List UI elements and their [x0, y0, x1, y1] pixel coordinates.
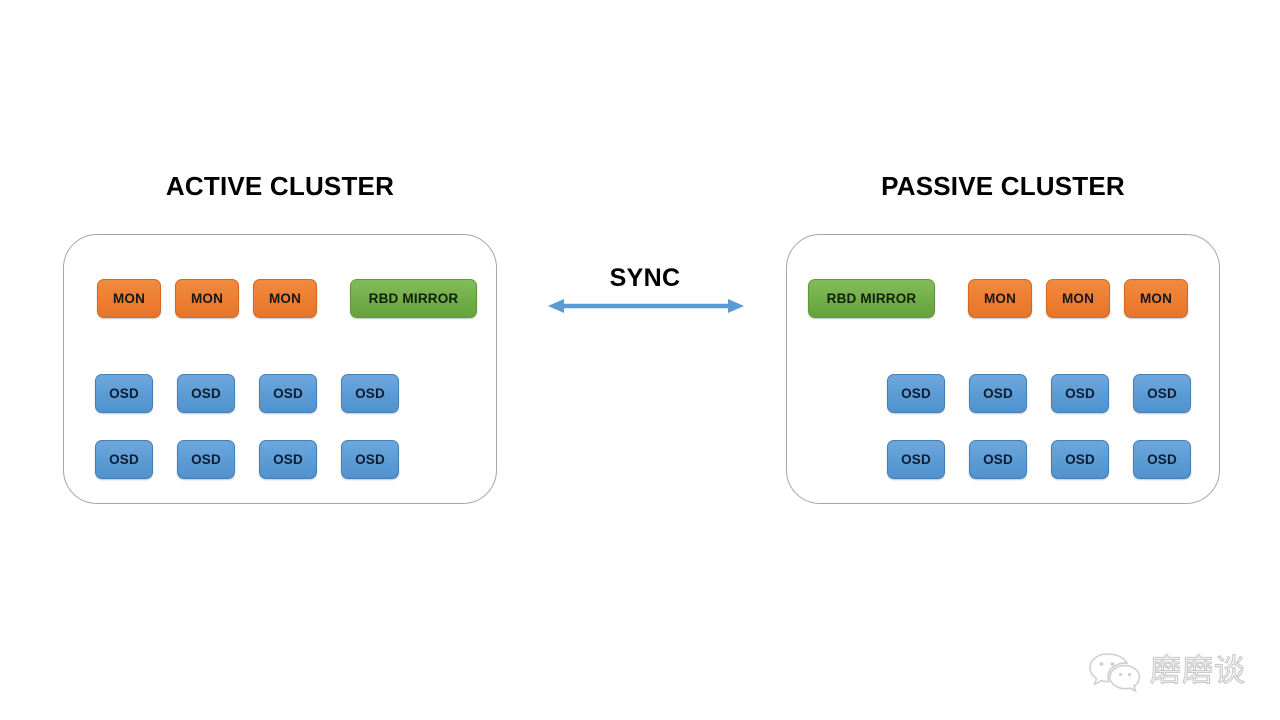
active-osd-node-3[interactable]: OSD [259, 374, 317, 413]
watermark-text: 磨磨谈 [1150, 652, 1246, 689]
passive-mon-node-1[interactable]: MON [968, 279, 1032, 318]
sync-arrow-icon [548, 299, 744, 313]
passive-cluster-container: RBD MIRROR MON MON MON OSD OSD OSD OSD O… [786, 234, 1220, 504]
passive-osd-node-7[interactable]: OSD [1051, 440, 1109, 479]
active-rbd-mirror-node[interactable]: RBD MIRROR [350, 279, 477, 318]
passive-osd-node-1[interactable]: OSD [887, 374, 945, 413]
active-osd-node-2[interactable]: OSD [177, 374, 235, 413]
passive-osd-node-8[interactable]: OSD [1133, 440, 1191, 479]
active-mon-node-3[interactable]: MON [253, 279, 317, 318]
active-mon-node-2[interactable]: MON [175, 279, 239, 318]
active-cluster-title: ACTIVE CLUSTER [165, 171, 395, 201]
passive-osd-node-2[interactable]: OSD [969, 374, 1027, 413]
watermark: 磨磨谈 [1088, 640, 1258, 702]
passive-osd-node-3[interactable]: OSD [1051, 374, 1109, 413]
active-mon-node-1[interactable]: MON [97, 279, 161, 318]
wechat-logo-icon [1089, 653, 1140, 693]
active-cluster-container: MON MON MON RBD MIRROR OSD OSD OSD OSD O… [63, 234, 497, 504]
passive-osd-node-5[interactable]: OSD [887, 440, 945, 479]
passive-osd-node-6[interactable]: OSD [969, 440, 1027, 479]
active-osd-node-1[interactable]: OSD [95, 374, 153, 413]
active-osd-node-6[interactable]: OSD [177, 440, 235, 479]
sync-label: SYNC [609, 264, 681, 292]
passive-rbd-mirror-node[interactable]: RBD MIRROR [808, 279, 935, 318]
passive-cluster-title: PASSIVE CLUSTER [881, 171, 1125, 201]
passive-mon-node-3[interactable]: MON [1124, 279, 1188, 318]
active-osd-node-7[interactable]: OSD [259, 440, 317, 479]
active-osd-node-4[interactable]: OSD [341, 374, 399, 413]
passive-osd-node-4[interactable]: OSD [1133, 374, 1191, 413]
passive-mon-node-2[interactable]: MON [1046, 279, 1110, 318]
active-osd-node-5[interactable]: OSD [95, 440, 153, 479]
active-osd-node-8[interactable]: OSD [341, 440, 399, 479]
